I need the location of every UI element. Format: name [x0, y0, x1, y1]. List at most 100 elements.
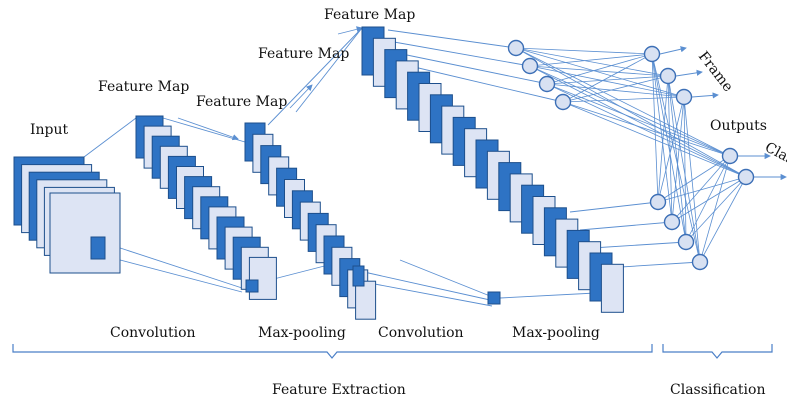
connector-line — [387, 29, 517, 49]
hidden-node — [521, 57, 539, 75]
fc-connection — [529, 65, 669, 77]
fc-connection — [699, 155, 731, 263]
connector-line — [399, 259, 491, 297]
max-pooling-label-2: Max-pooling — [512, 325, 600, 341]
connector-line — [569, 201, 659, 213]
fc-connection — [562, 101, 747, 178]
convolution-label-1: Convolution — [110, 325, 196, 341]
connector-line — [162, 117, 246, 143]
connector-line — [579, 221, 673, 231]
fc-connection — [529, 65, 685, 98]
hidden-node — [507, 39, 525, 57]
connector-line — [83, 117, 137, 158]
hidden-node — [691, 253, 709, 271]
fc-connection — [651, 53, 687, 243]
kernel-square — [90, 236, 106, 260]
fc-connection — [562, 53, 653, 103]
fc-connection — [683, 96, 687, 243]
frame-output-arrow — [659, 46, 687, 55]
fc-connection — [671, 96, 685, 223]
outputs-label: Outputs — [710, 118, 767, 134]
connector-line — [591, 241, 687, 249]
connector-line — [104, 242, 243, 289]
section-brackets — [12, 344, 773, 359]
fc-connection — [667, 75, 687, 243]
fc-connection — [562, 75, 669, 103]
feature-map-label-4: Feature Map — [324, 7, 415, 23]
feature-map-label-2: Feature Map — [196, 94, 287, 110]
fc-connection — [651, 53, 673, 223]
fc-connection — [529, 53, 653, 67]
hidden-node — [554, 93, 572, 111]
fc-connection — [667, 75, 701, 263]
fc-connection — [529, 65, 747, 178]
output-node — [675, 88, 693, 106]
fc-connection — [546, 83, 747, 178]
fc-connection — [546, 83, 731, 157]
fc-connection — [685, 176, 747, 243]
fc-connection — [683, 96, 701, 263]
input-final-sheet — [49, 192, 121, 274]
connector-line — [363, 271, 491, 301]
feature-map-label-1: Feature Map — [98, 79, 189, 95]
connector-line — [363, 281, 493, 307]
hidden-node — [663, 213, 681, 231]
fc-connection — [562, 96, 685, 103]
kernel-square — [352, 265, 365, 287]
feature-map-sheet — [248, 256, 277, 300]
class-label: Class — [762, 139, 787, 171]
feature-map-sheet — [600, 263, 624, 313]
connector-arrow — [337, 26, 363, 35]
fc-connection — [657, 155, 731, 203]
fc-connection — [651, 53, 659, 203]
fc-connection — [546, 53, 653, 85]
pool-square — [487, 291, 501, 305]
fc-connection — [529, 65, 731, 157]
fc-connection — [671, 176, 747, 223]
fc-connection — [685, 155, 731, 243]
classification-bracket — [662, 344, 773, 359]
fc-connection — [651, 53, 701, 263]
fc-connection — [657, 96, 685, 203]
fc-connection — [657, 176, 747, 203]
pool-square — [245, 279, 259, 293]
connector-arrow — [177, 117, 239, 141]
feature-map-stacks — [13, 26, 624, 320]
fc-connection — [515, 47, 747, 178]
output-node — [721, 147, 739, 165]
text-labels: Input Feature Map Feature Map Feature Ma… — [30, 7, 787, 398]
connector-line — [267, 27, 363, 126]
fully-connected-nodes — [507, 39, 755, 271]
fc-connection — [546, 75, 669, 85]
connector-line — [393, 41, 531, 67]
connector-arrow — [289, 84, 313, 109]
output-node — [659, 67, 677, 85]
hidden-node — [649, 193, 667, 211]
frame-output-arrow — [691, 92, 719, 99]
hidden-node — [538, 75, 556, 93]
classification-label: Classification — [670, 382, 765, 398]
fc-connection — [515, 47, 653, 55]
connector-line — [295, 27, 363, 113]
fc-connection — [515, 47, 669, 77]
feature-map-sheet — [355, 280, 377, 320]
max-pooling-label-1: Max-pooling — [258, 325, 346, 341]
fc-connection — [667, 75, 673, 223]
connector-line — [104, 255, 243, 293]
fc-connection — [546, 83, 685, 98]
fc-connection — [699, 176, 747, 263]
feature-map-1-stack — [135, 115, 277, 300]
connector-line — [409, 65, 564, 103]
convolution-label-2: Convolution — [378, 325, 464, 341]
feature-map-label-3: Feature Map — [258, 46, 349, 62]
fc-connection — [562, 101, 731, 157]
feature-extraction-label: Feature Extraction — [272, 382, 406, 398]
fc-connection — [657, 75, 669, 203]
hidden-node — [677, 233, 695, 251]
connector-line — [401, 53, 549, 85]
feature-map-2-stack — [244, 122, 377, 320]
connector-lines — [83, 26, 787, 307]
frame-output-arrow — [675, 69, 703, 77]
